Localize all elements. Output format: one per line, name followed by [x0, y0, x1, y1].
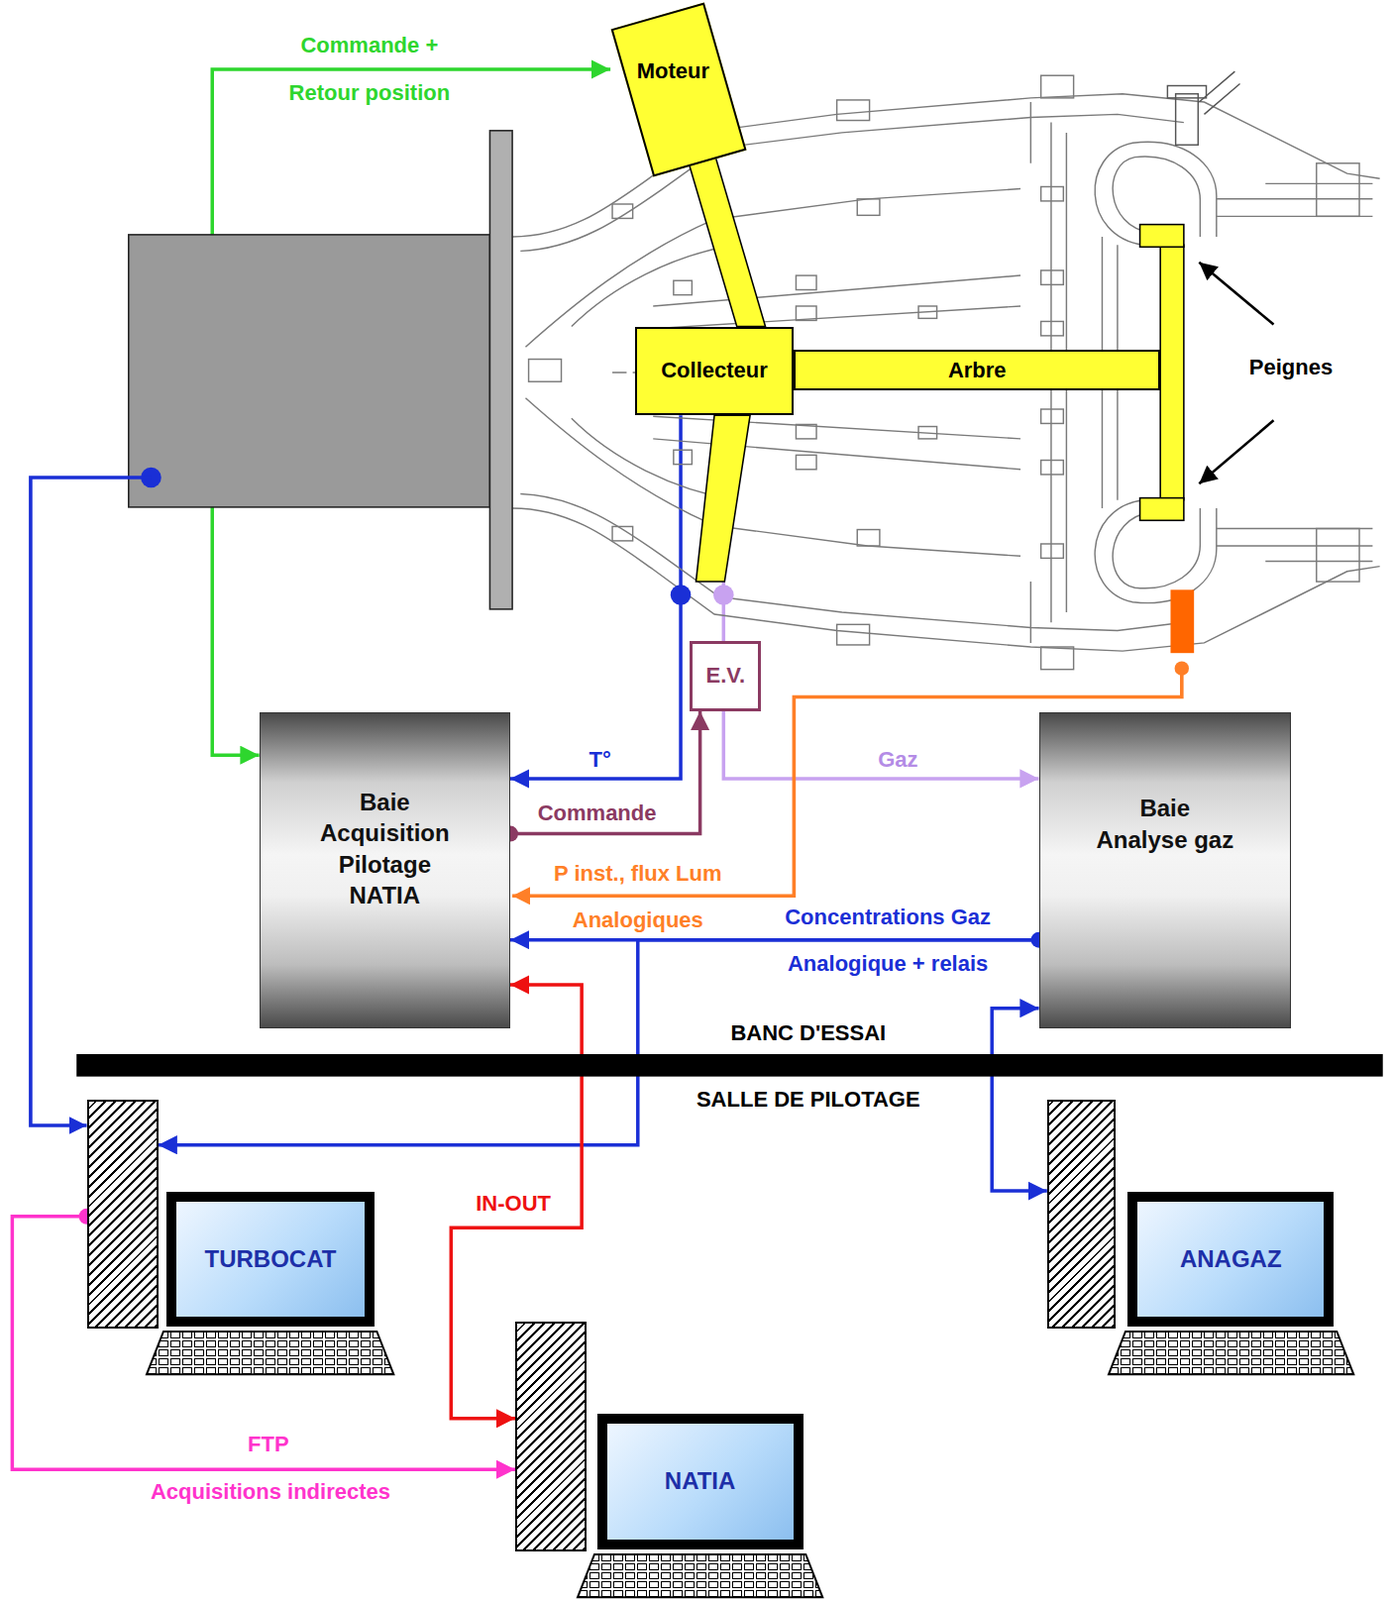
engine-half: [1030, 102, 1067, 373]
engine-half: [918, 306, 938, 319]
injector: [1198, 71, 1240, 114]
room-divider: [76, 1054, 1383, 1077]
gas-analysis-rack: Baie Analyse gaz: [1039, 712, 1291, 1029]
keyboard: [145, 1330, 395, 1376]
annotation-label: BANC D'ESSAI: [730, 1020, 886, 1047]
yellow-rig: [1140, 224, 1184, 248]
keyboard: [577, 1554, 823, 1598]
leader-line: [1198, 262, 1274, 325]
monitor-screen: ANAGAZ: [1127, 1191, 1334, 1327]
connector: [212, 69, 611, 755]
connector-label: Commande: [537, 800, 657, 827]
node-text: Baie Analyse gaz: [1094, 792, 1236, 855]
yellow-rig: [685, 152, 765, 326]
engine-half: [1316, 163, 1360, 217]
probe-dot: [670, 584, 735, 606]
annotation-label: SALLE DE PILOTAGE: [696, 1086, 921, 1113]
node-text: TURBOCAT: [205, 1245, 337, 1274]
engine-half: [612, 204, 634, 218]
acquisition-rack: Baie Acquisition Pilotage NATIA: [259, 712, 511, 1029]
computer-station: TURBOCAT: [87, 1099, 375, 1380]
block-wire: [30, 477, 152, 1126]
solenoid-valve-box: E.V.: [689, 641, 761, 712]
node-text: Baie Acquisition Pilotage NATIA: [320, 786, 450, 911]
connector-label: IN-OUT: [475, 1190, 551, 1217]
connector-label: Gaz: [877, 747, 918, 773]
optical-sensor: [1170, 589, 1194, 676]
connector-label: FTP: [247, 1431, 290, 1458]
probe-dot: [713, 584, 735, 606]
engine-half: [1041, 321, 1065, 335]
node-text: ANAGAZ: [1179, 1245, 1283, 1274]
engine-half: [525, 189, 1021, 348]
collector-box: Collecteur: [635, 326, 795, 417]
shaft-bar: Arbre: [793, 349, 1161, 391]
injector: [1176, 94, 1199, 145]
engine-half: [1216, 183, 1374, 216]
yellow-rig: [1160, 244, 1184, 500]
yellow-rig: [1140, 498, 1184, 522]
connector-label: Concentrations Gaz: [784, 904, 991, 931]
node-text: Collecteur: [660, 357, 768, 384]
connector-label: Commande + Retour position: [275, 21, 464, 118]
connector: [510, 711, 701, 835]
engine-half: [856, 199, 880, 215]
yellow-rig: [696, 415, 751, 582]
engine-half: [520, 113, 1184, 251]
engine-half: [837, 100, 870, 121]
connector: [510, 938, 1040, 943]
node-text: Moteur: [637, 58, 710, 85]
leader-line: [1198, 420, 1274, 484]
node-text: NATIA: [664, 1467, 737, 1496]
injector: [1167, 71, 1240, 145]
optical-sensor: [1175, 660, 1189, 675]
node-text: E.V.: [706, 662, 747, 689]
engine-half: [1041, 186, 1065, 201]
computer-station: ANAGAZ: [1047, 1099, 1334, 1380]
keyboard: [146, 1331, 394, 1375]
computer-station: NATIA: [515, 1321, 803, 1600]
engine-half: [795, 275, 817, 290]
connector: [722, 415, 727, 642]
engine-half: [673, 280, 693, 295]
optical-sensor: [1170, 589, 1194, 653]
probe-dot: [670, 584, 692, 606]
annotation-label: Analogique + relais: [787, 951, 988, 977]
keyboard: [576, 1553, 824, 1599]
connector-label: T°: [589, 747, 612, 773]
keyboard: [1108, 1331, 1354, 1375]
annotation-label: Analogiques: [572, 907, 704, 934]
connector: [991, 1008, 1048, 1191]
injector: [1167, 86, 1206, 99]
engine-half: [795, 306, 817, 321]
motor-box: Moteur: [610, 2, 747, 177]
engine-linework: [512, 372, 1381, 670]
connector: [723, 711, 1039, 779]
connector: [510, 415, 681, 779]
annotation-label: Peignes: [1249, 354, 1333, 381]
engine-half: [1041, 270, 1065, 285]
wire-dot: [140, 467, 162, 489]
keyboard: [1107, 1330, 1355, 1376]
test-chamber-block: [128, 234, 491, 508]
engine-half: [1041, 75, 1074, 99]
computer-tower: [87, 1099, 159, 1329]
engine-half: [571, 244, 1021, 328]
annotation-label: Acquisitions indirectes: [150, 1479, 391, 1505]
annotation-label: P inst., flux Lum: [553, 860, 723, 887]
monitor-screen: TURBOCAT: [166, 1191, 375, 1327]
node-text: Arbre: [948, 357, 1007, 384]
monitor-screen: NATIA: [597, 1413, 804, 1550]
computer-tower: [1047, 1099, 1116, 1329]
engine-half: [1094, 141, 1217, 245]
engine-linework: [529, 359, 562, 383]
computer-tower: [515, 1321, 587, 1552]
engine-linework: [512, 71, 1381, 670]
mounting-flange: [489, 130, 513, 610]
